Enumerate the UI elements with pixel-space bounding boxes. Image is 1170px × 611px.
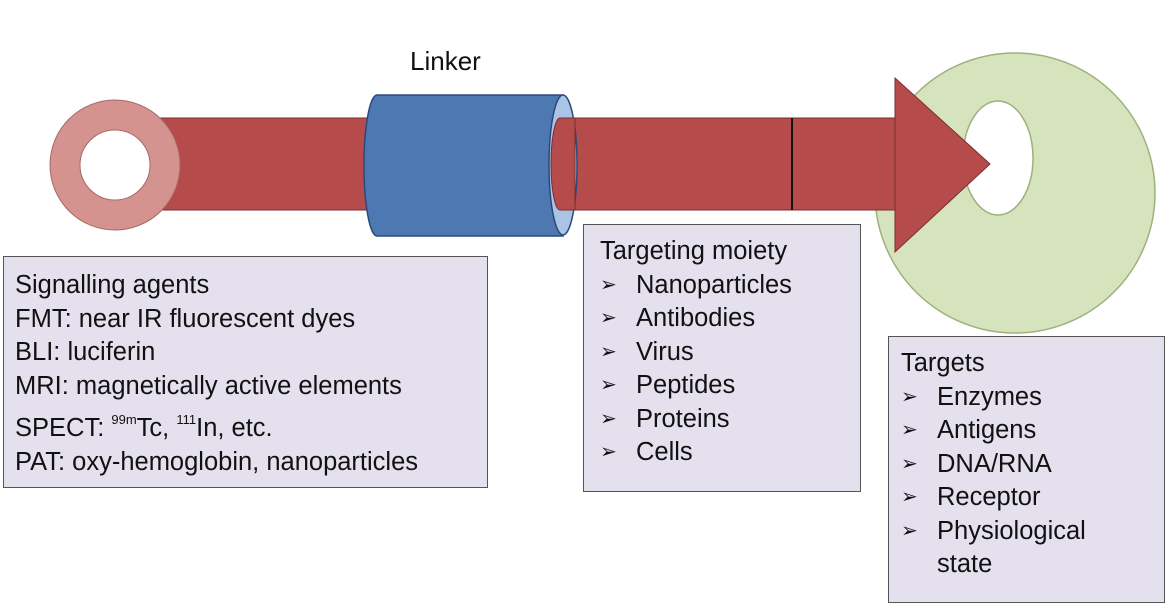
targets-item: Physiological xyxy=(937,516,1086,545)
signalling-ring-outline xyxy=(49,99,181,231)
list-item: ➢ Physiological xyxy=(901,515,1164,549)
signalling-fmt: FMT: near IR fluorescent dyes xyxy=(15,304,356,333)
targeting-item: Nanoparticles xyxy=(636,270,792,299)
signalling-title: Signalling agents xyxy=(15,271,210,299)
arrow-bullet-icon: ➢ xyxy=(600,407,617,430)
spect-isotope-1: 99m xyxy=(111,412,137,427)
list-item: ➢ Peptides xyxy=(600,369,860,403)
shaft-right xyxy=(559,117,896,211)
targeting-item: Proteins xyxy=(636,404,730,433)
arrow-bullet-icon: ➢ xyxy=(901,419,918,441)
targeting-item: Antibodies xyxy=(636,304,756,332)
signalling-ring-inner xyxy=(79,129,151,201)
list-item: ➢ Receptor xyxy=(901,481,1164,515)
targeting-title: Targeting moiety xyxy=(600,237,788,265)
targeting-list: ➢ Nanoparticles ➢ Antibodies ➢ Virus ➢ Pepti… xyxy=(600,269,860,470)
list-item: ➢ Enzymes xyxy=(901,381,1164,415)
arrow-bullet-icon: ➢ xyxy=(901,385,918,408)
spect-mid: Tc, xyxy=(136,414,177,442)
targets-item: Enzymes xyxy=(937,382,1042,411)
list-item: ➢ Nanoparticles xyxy=(600,269,860,303)
list-item: ➢ DNA/RNA xyxy=(901,448,1164,482)
targeting-item: Cells xyxy=(636,438,693,466)
targets-list: ➢ Enzymes ➢ Antigens ➢ DNA/RNA ➢ Receptor ➢ P… xyxy=(901,381,1164,582)
arrow-bullet-icon: ➢ xyxy=(600,374,617,396)
spect-isotope-2: 111 xyxy=(176,412,197,427)
signalling-agents-box: Signalling agents FMT: near IR fluoresce… xyxy=(3,256,488,488)
list-item: ➢ Antigens xyxy=(901,414,1164,448)
targets-item: Antigens xyxy=(937,416,1037,444)
linker-cylinder xyxy=(363,94,564,237)
list-item: ➢ Proteins xyxy=(600,403,860,437)
arrowhead xyxy=(894,76,991,254)
signalling-mri: MRI: magnetically active elements xyxy=(15,371,402,400)
targeting-moiety-box: Targeting moiety ➢ Nanoparticles ➢ Antibod… xyxy=(583,224,861,492)
signalling-ring xyxy=(50,100,180,230)
arrow-bullet-icon: ➢ xyxy=(600,307,617,329)
targets-box: Targets ➢ Enzymes ➢ Antigens ➢ DNA/RNA ➢ Rec… xyxy=(888,336,1165,603)
list-item: ➢ Cells xyxy=(600,436,860,470)
signalling-pat: PAT: oxy-hemoglobin, nanoparticles xyxy=(15,447,419,476)
spect-prefix: SPECT: xyxy=(15,414,112,442)
targets-title: Targets xyxy=(901,349,985,377)
targeting-item: Peptides xyxy=(636,371,736,399)
targeting-item: Virus xyxy=(636,337,694,366)
targets-item: DNA/RNA xyxy=(937,449,1052,478)
arrow-bullet-icon: ➢ xyxy=(901,486,918,508)
signalling-spect: SPECT: 99mTc, 111In, etc. xyxy=(15,403,487,446)
linker-label: Linker xyxy=(410,46,481,76)
targets-item: state xyxy=(937,550,993,578)
spect-end: In, etc. xyxy=(196,414,273,442)
arrow-bullet-icon: ➢ xyxy=(600,441,617,463)
list-item: ➢ Virus xyxy=(600,336,860,370)
targets-item: Receptor xyxy=(937,483,1041,511)
shaft-left xyxy=(149,117,381,211)
shaft-stub xyxy=(550,117,576,211)
arrow-bullet-icon: ➢ xyxy=(901,519,918,542)
list-item: state xyxy=(901,548,1164,582)
list-item: ➢ Antibodies xyxy=(600,302,860,336)
arrow-bullet-icon: ➢ xyxy=(600,340,617,363)
signalling-bli: BLI: luciferin xyxy=(15,338,156,366)
arrow-bullet-icon: ➢ xyxy=(600,273,617,296)
arrow-bullet-icon: ➢ xyxy=(901,452,918,475)
